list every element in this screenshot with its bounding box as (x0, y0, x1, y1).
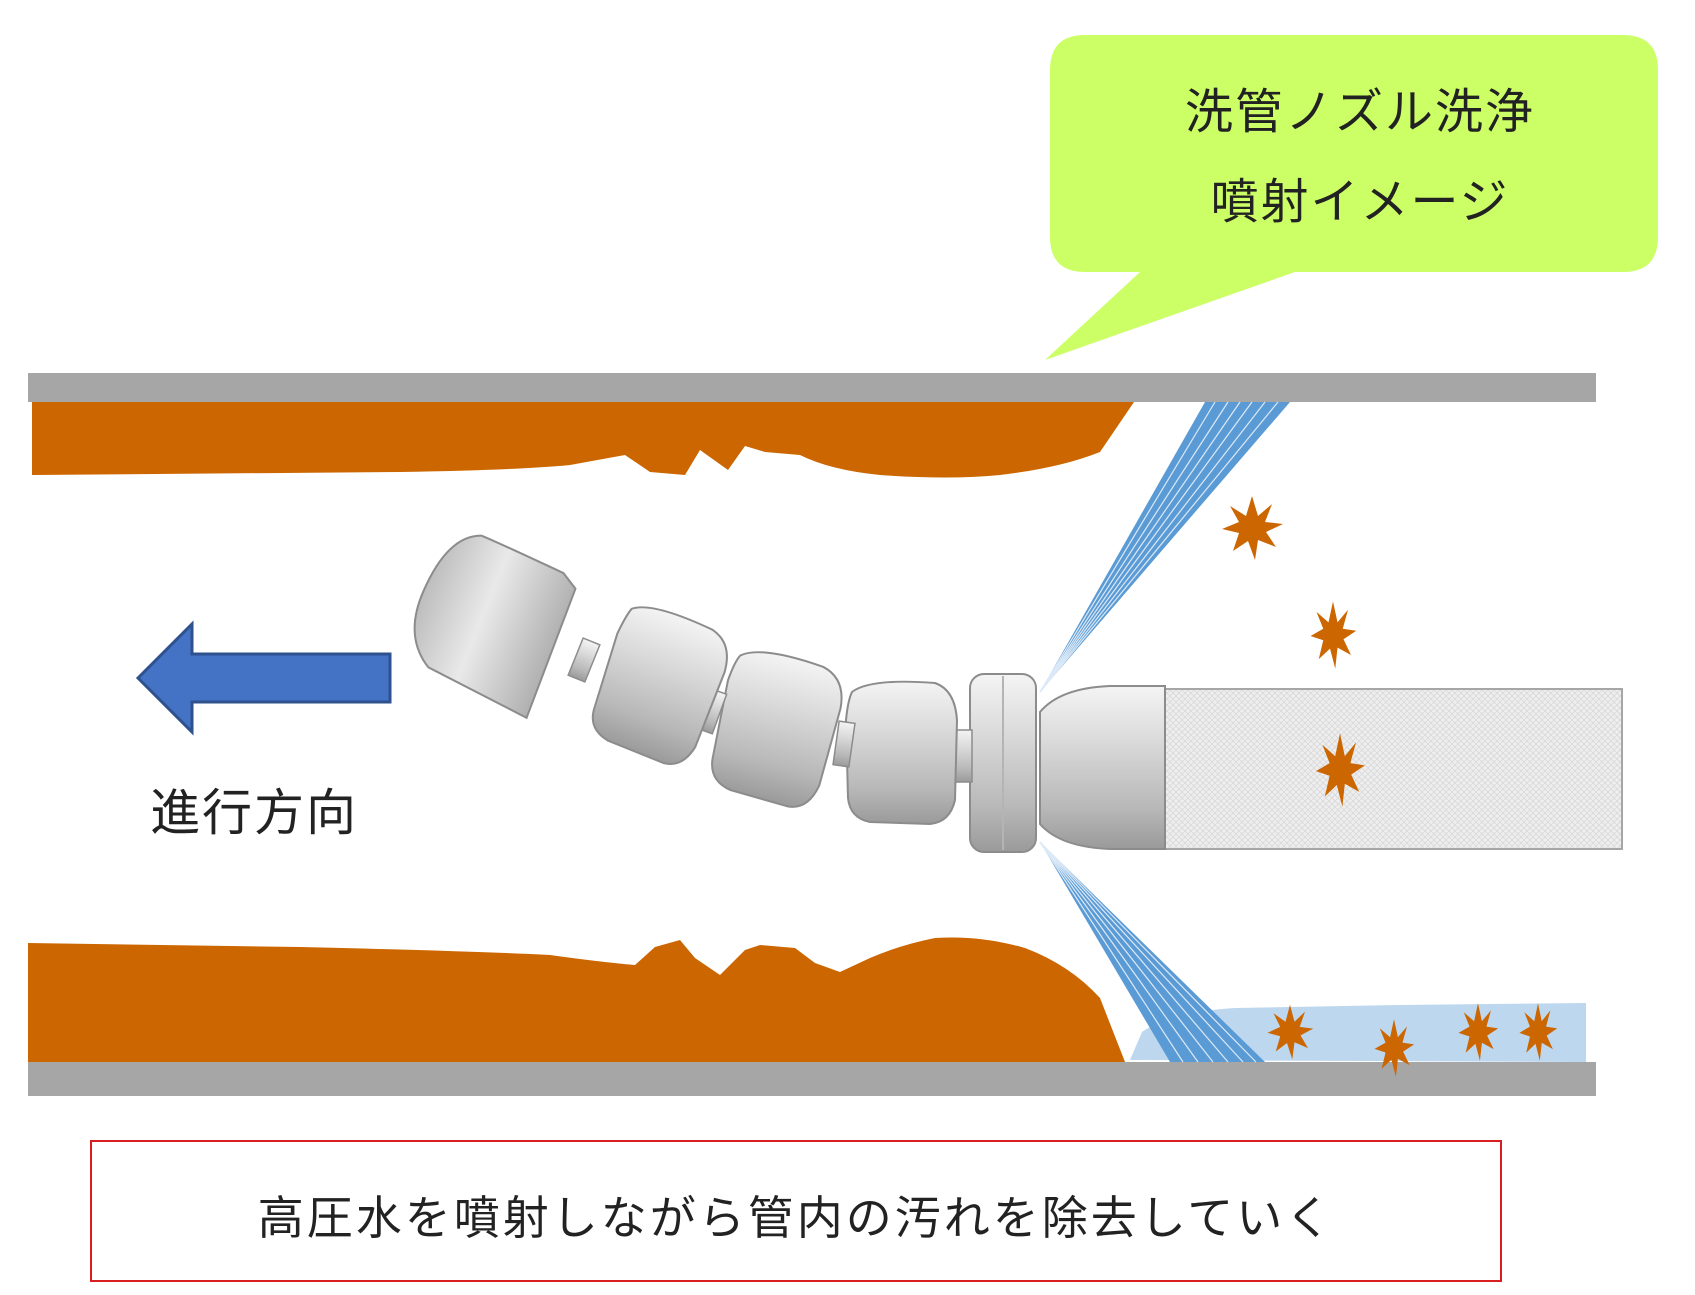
callout-title-line1: 洗管ノズル洗浄 (1184, 84, 1535, 140)
caption-text: 高圧水を噴射しながら管内の汚れを除去していく (257, 1191, 1335, 1245)
burst-icon (1310, 601, 1357, 669)
burst-icon (1222, 496, 1283, 560)
callout-title-line2: 噴射イメージ (1210, 174, 1510, 230)
water-jet-lower (1039, 841, 1265, 1063)
caption-box (90, 1140, 1502, 1282)
nozzle (413, 534, 1166, 853)
direction-label: 進行方向 (150, 784, 358, 842)
pipe-wall-bottom (28, 1062, 1596, 1096)
deposit-bottom (28, 937, 1125, 1062)
pipe-wall-top (28, 373, 1596, 402)
hose (1161, 688, 1623, 850)
water-jet-upper (1039, 401, 1290, 693)
callout-bubble (1045, 35, 1658, 360)
left-arrow-icon (135, 620, 392, 736)
deposit-top (32, 402, 1134, 478)
